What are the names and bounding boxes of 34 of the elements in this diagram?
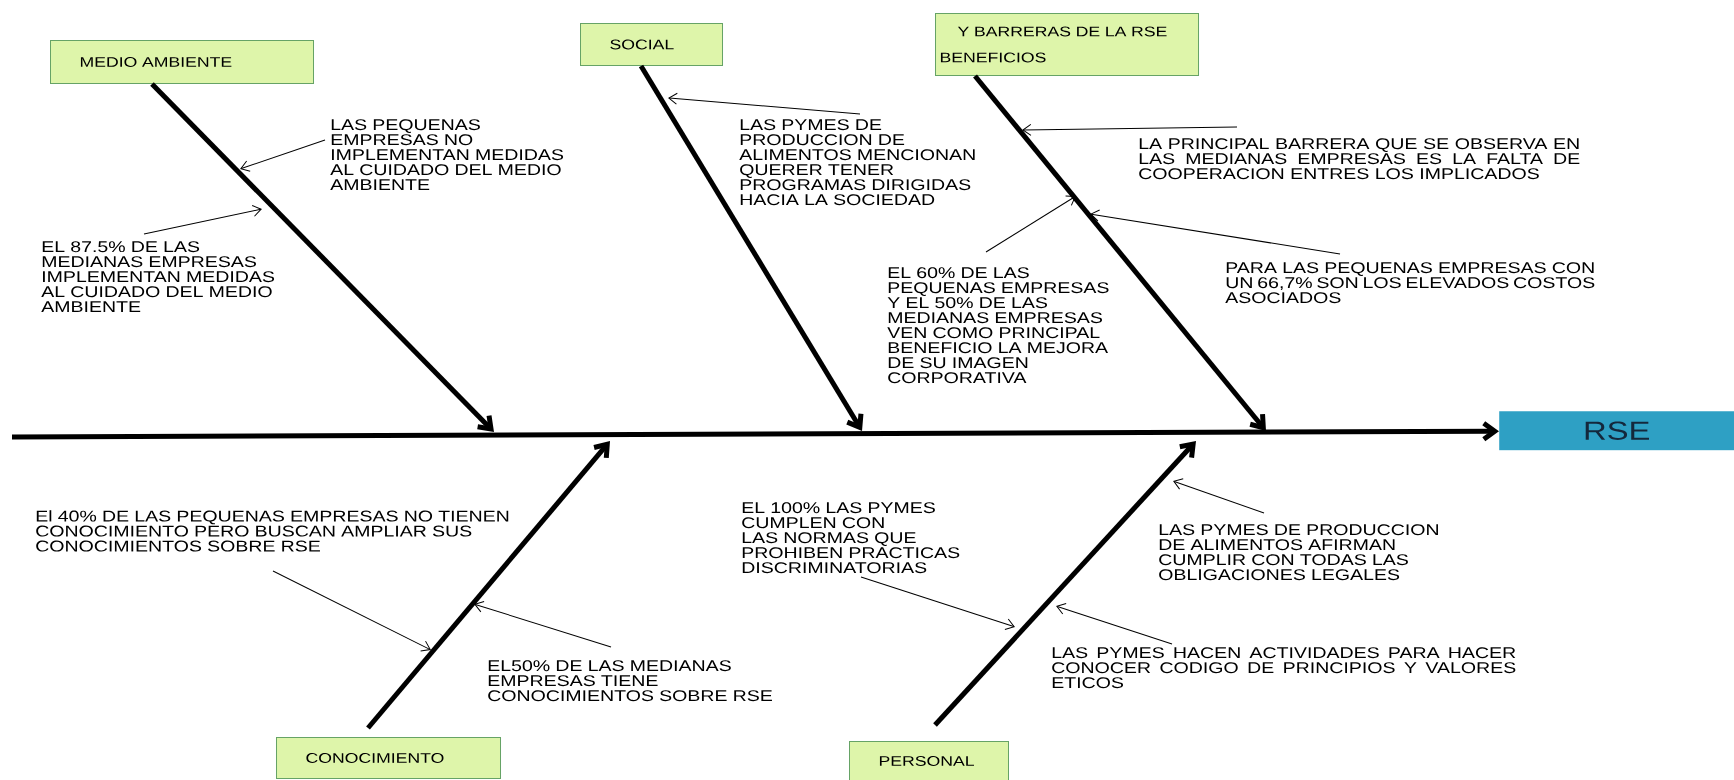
fishbone-arrow [12,421,1500,442]
cause-text: EL 87.5% DE LAS MEDIANAS EMPRESAS IMPLEMENTAN MEDIDAS AL CUIDADO DEL MEDIO AMBIENTE [41,241,275,313]
leader-arrow [1090,209,1341,255]
leader-arrow [985,195,1076,253]
category-box: PERSONAL [849,741,1009,780]
cause-text: El 40% DE LAS PEQUENAS EMPRESAS NO TIENEN CONOCIMIENTO PERO BUSCAN AMPLIAR SUS CONOCIMIENTOS SOBRE RSE [36,510,509,552]
fishbone-arrow [150,82,494,432]
leader-arrow [668,92,861,115]
cause-text: PARA LAS PEQUENAS EMPRESAS CON UN 66,7% SON LOS ELEVADOS COSTOS ASOCIADOS [1225,262,1595,304]
leader-arrow [272,570,431,652]
fishbone-arrow [366,441,610,730]
category-box: SOCIAL [580,23,723,66]
leader-arrow [1022,123,1238,136]
category-box: CONOCIMIENTO [276,737,501,779]
cause-text: EL50% DE LAS MEDIANAS EMPRESAS TIENE CONOCIMIENTOS SOBRE RSE [488,660,772,702]
leader-arrow [240,139,326,172]
effect-box: RSE [1499,411,1734,451]
leader-arrow [1056,603,1173,645]
category-box: Y BARRERAS DE LA RSE BENEFICIOS [935,13,1199,76]
leader-arrow [860,576,1015,630]
category-box: MEDIO AMBIENTE [50,40,314,84]
cause-text: LAS PYMES DE PRODUCCION DE ALIMENTOS AFIRMAN CUMPLIR CON TODAS LAS OBLIGACIONES LEGALES [1159,524,1438,581]
cause-text: EL 60% DE LAS PEQUENAS EMPRESAS Y EL 50% DE LAS MEDIANAS EMPRESAS VEN COMO PRINCIPAL BENEFICIO LA MEJORA DE SU IMAGEN CORPORATIVA [887,267,1109,384]
fishbone-arrow [933,441,1196,727]
leader-arrow [474,600,612,648]
cause-text: LAS PYMES DE PRODUCCION DE ALIMENTOS MENCIONAN QUERER TENER PROGRAMAS DIRIGIDAS HACIA LA SOCIEDAD [739,119,975,206]
cause-text: LA PRINCIPAL BARRERA QUE SE OBSERVA EN LAS MEDIANAS EMPRESAS ES LA FALTA DE COOPERACION ENTRES LOS IMPLICADOS [1139,138,1580,180]
cause-text: LAS PEQUENAS EMPRESAS NO IMPLEMENTAN MEDIDAS AL CUIDADO DEL MEDIO AMBIENTE [330,119,564,191]
fishbone-arrow [638,64,864,431]
cause-text: EL 100% LAS PYMES CUMPLEN CON LAS NORMAS QUE PROHIBEN PRACTICAS DISCRIMINATORIAS [742,502,960,574]
fishbone-arrow [973,74,1266,431]
cause-text: LAS PYMES HACEN ACTIVIDADES PARA HACER CONOCER CODIGO DE PRINCIPIOS Y VALORES ETICOS [1052,647,1516,689]
leader-arrow [1173,478,1265,514]
leader-arrow [143,204,262,235]
